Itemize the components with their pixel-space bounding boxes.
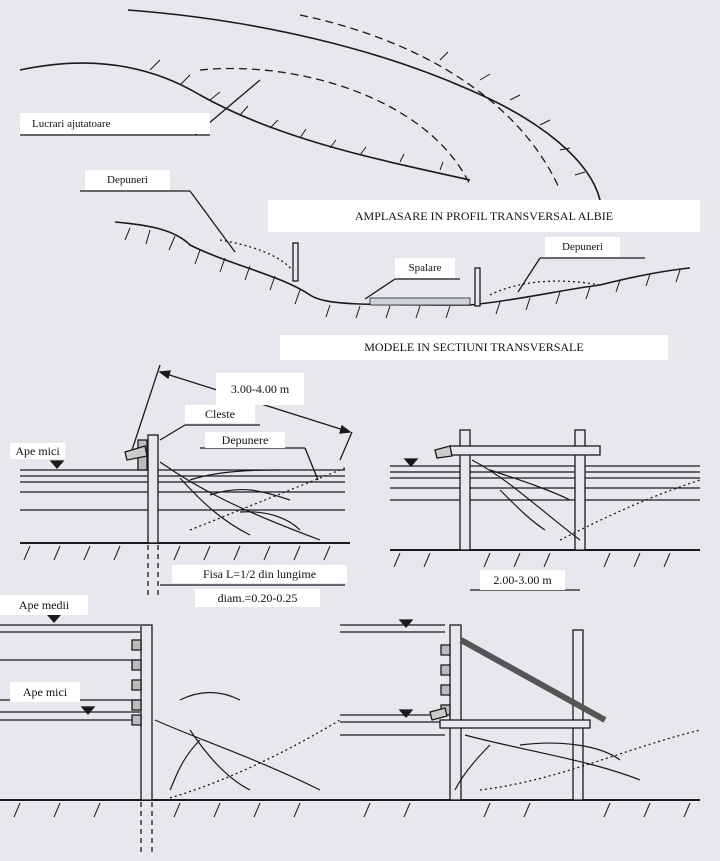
label-medium-water: Ape medii (0, 595, 88, 615)
label-scour: Spalare (395, 258, 455, 278)
label-clamp: Cleste (185, 405, 255, 423)
profile-title: AMPLASARE IN PROFIL TRANSVERSAL ALBIE (268, 200, 700, 232)
label-deposit: Depunere (205, 432, 285, 448)
plan-view-sketch (19, 9, 601, 201)
sections-title: MODELE IN SECTIUNI TRANSVERSALE (280, 335, 668, 360)
label-low-water-1: Ape mici (10, 443, 65, 459)
model-2-sketch (390, 429, 701, 591)
label-embedment: Fisa L=1/2 din lungime (172, 565, 347, 583)
label-deposits-right: Depuneri (545, 237, 620, 257)
model-3-sketch (0, 614, 350, 855)
model-1-sketch (20, 364, 353, 595)
label-diameter: diam.=0.20-0.25 (195, 589, 320, 607)
model-4-sketch (340, 619, 701, 818)
dimension-spacing: 2.00-3.00 m (480, 570, 565, 590)
dimension-length: 3.00-4.00 m (216, 373, 304, 405)
label-auxiliary-works: Lucrari ajutatoare (20, 113, 210, 134)
cross-profile-sketch (80, 190, 691, 319)
label-low-water-3: Ape mici (10, 682, 80, 702)
label-deposits-left: Depuneri (85, 170, 170, 190)
